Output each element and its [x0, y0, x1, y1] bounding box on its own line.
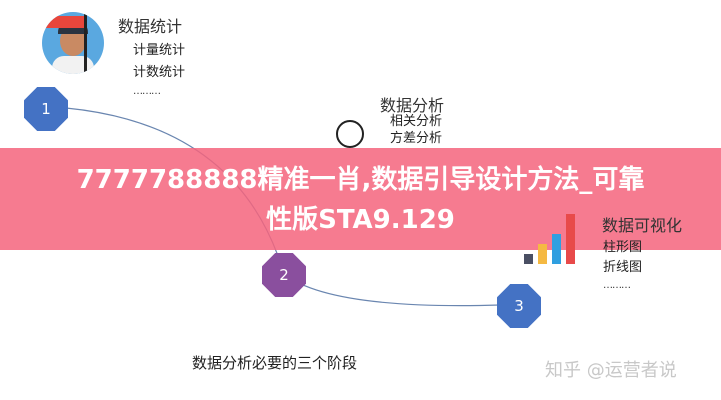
stage2-title: 数据分析 [380, 96, 445, 115]
title-banner: 7777788888精准一肖,数据引导设计方法_可靠 性版STA9.129 [0, 148, 721, 250]
stage3-more: ……… [603, 280, 631, 291]
avatar [42, 12, 104, 74]
stage1-more: ……… [133, 86, 161, 97]
watermark: 知乎 @运营者说 [545, 360, 677, 381]
thinking-figure-icon [336, 120, 364, 148]
stage-node-3: 3 [497, 284, 541, 328]
stage-node-1: 1 [24, 87, 68, 131]
stage3-title: 数据可视化 [602, 216, 683, 235]
stage2-item: 方差分析 [390, 131, 443, 146]
bar-chart-icon [524, 212, 580, 264]
stage-node-2: 2 [262, 253, 306, 297]
stage1-item: 计数统计 [133, 65, 186, 80]
stage1-title: 数据统计 [118, 17, 183, 36]
caption: 数据分析必要的三个阶段 [192, 354, 358, 372]
stage1-item: 计量统计 [133, 43, 186, 58]
stage2-item: 相关分析 [390, 114, 443, 129]
banner-line-2: 性版STA9.129 [266, 205, 455, 235]
stage3-item: 折线图 [603, 260, 643, 275]
banner-line-1: 7777788888精准一肖,数据引导设计方法_可靠 [76, 165, 645, 195]
stage3-item: 柱形图 [603, 240, 643, 255]
